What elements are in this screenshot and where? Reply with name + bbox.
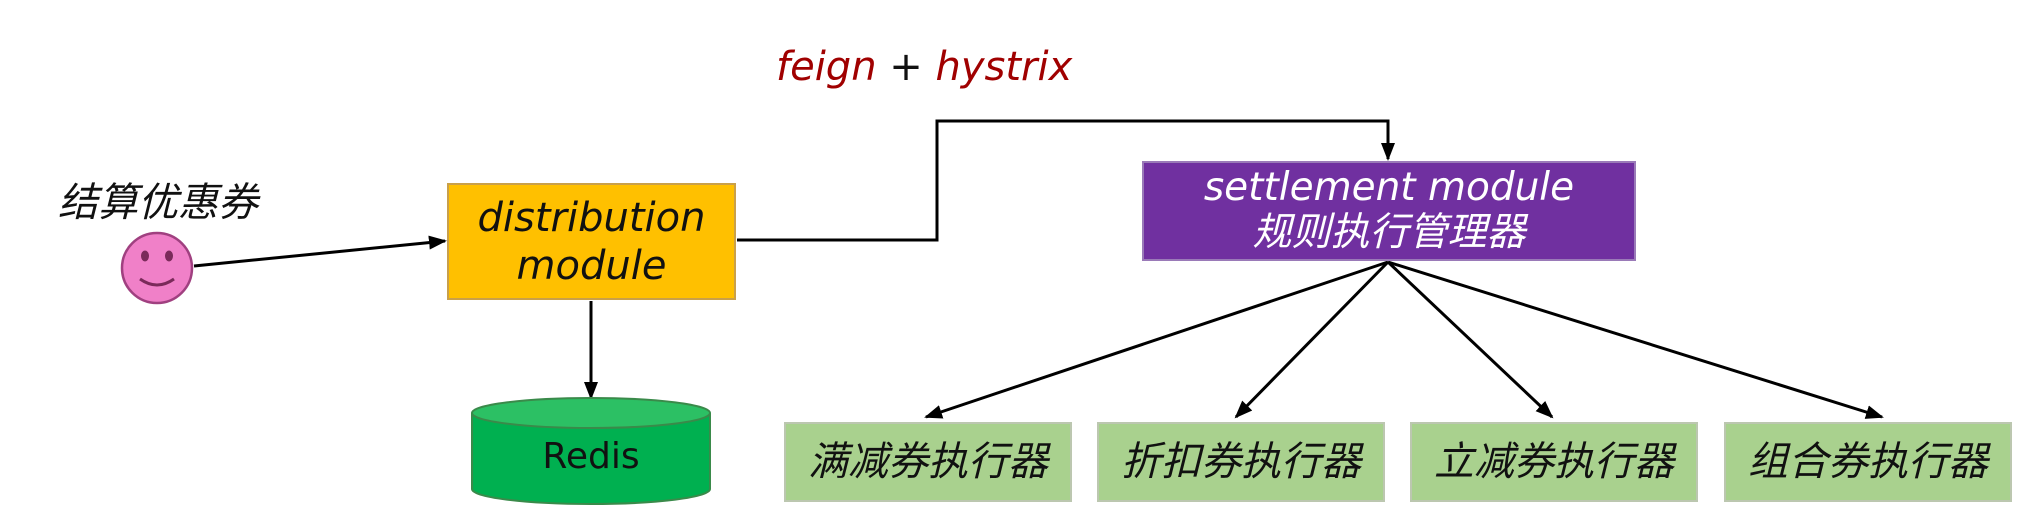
connector-label-hystrix: hystrix — [935, 44, 1073, 90]
actor-label: 结算优惠券 — [58, 180, 258, 226]
arrow-settlement-to-executor-4 — [1387, 260, 1884, 419]
executor-label: 立减券执行器 — [1434, 439, 1674, 485]
distribution-module-box: distribution module — [447, 183, 736, 300]
connector-label-plus: + — [889, 44, 923, 90]
arrow-actor-to-distribution — [193, 235, 447, 268]
smiley-icon — [120, 231, 194, 305]
distribution-module-line2: module — [516, 242, 667, 289]
settlement-module-line1: settlement module — [1203, 165, 1575, 211]
arrow-settlement-to-executor-2 — [1234, 260, 1390, 419]
executor-discount: 折扣券执行器 — [1097, 422, 1385, 502]
executor-label: 满减券执行器 — [808, 439, 1048, 485]
settlement-module-line2: 规则执行管理器 — [1252, 210, 1526, 255]
arrow-settlement-to-executor-3 — [1386, 260, 1554, 419]
redis-label: Redis — [542, 436, 640, 477]
settlement-module-box: settlement module 规则执行管理器 — [1142, 161, 1636, 261]
distribution-module-line1: distribution — [477, 194, 706, 241]
redis-cylinder — [471, 397, 711, 505]
connector-label: feign + hystrix — [776, 44, 1072, 90]
executor-label: 组合券执行器 — [1748, 439, 1988, 485]
executor-full-reduction: 满减券执行器 — [784, 422, 1072, 502]
executor-combination: 组合券执行器 — [1724, 422, 2012, 502]
executor-instant-reduction: 立减券执行器 — [1410, 422, 1698, 502]
arrow-settlement-to-executor-1 — [924, 260, 1389, 419]
arrow-distribution-to-settlement — [737, 119, 1395, 242]
connector-label-feign: feign — [776, 44, 877, 90]
executor-label: 折扣券执行器 — [1121, 439, 1361, 485]
